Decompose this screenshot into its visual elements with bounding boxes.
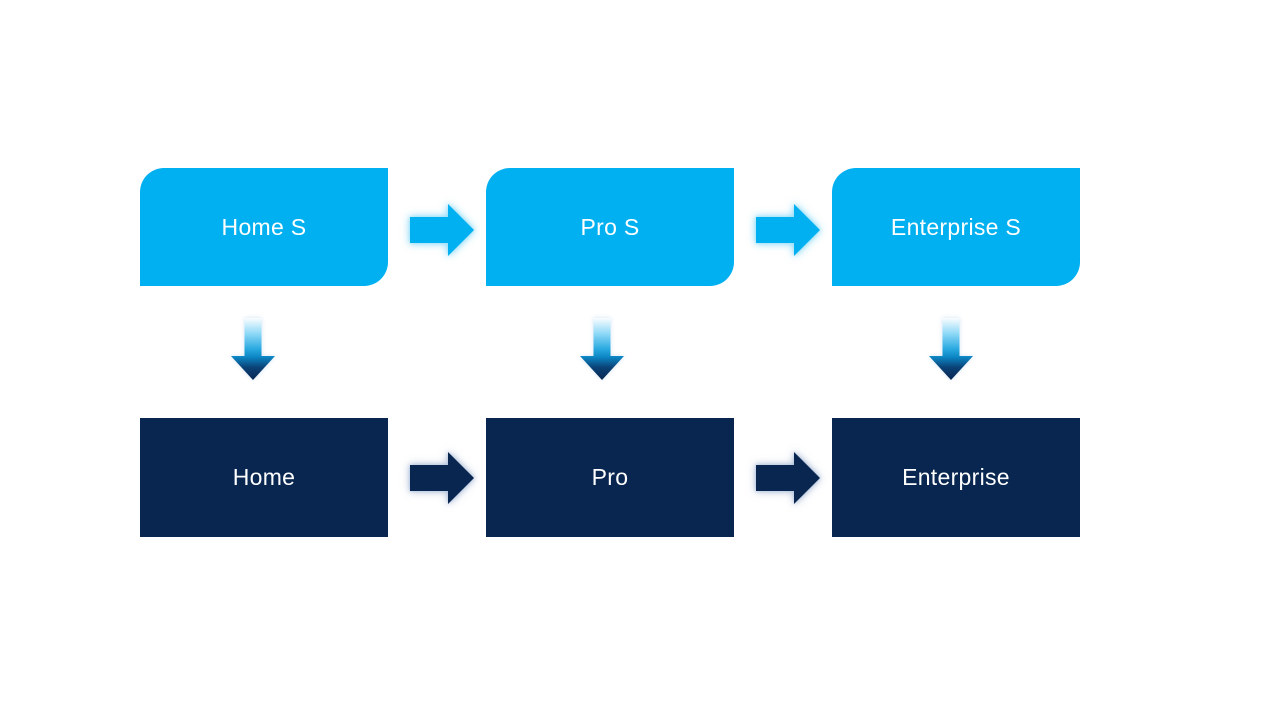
node-home-s: Home S (140, 168, 388, 286)
right-arrow-shape (756, 452, 820, 504)
right-arrow-icon (756, 452, 820, 504)
down-arrow-icon (580, 318, 624, 380)
node-pro-s: Pro S (486, 168, 734, 286)
node-label: Pro (591, 464, 629, 490)
node-enterprise: Enterprise (832, 418, 1080, 537)
down-arrow-shape (580, 318, 624, 380)
down-arrow-shape (231, 318, 275, 380)
down-arrow-icon (231, 318, 275, 380)
down-arrow-shape (929, 318, 973, 380)
node-home: Home (140, 418, 388, 537)
node-label: Pro S (580, 213, 640, 240)
right-arrow-shape (410, 452, 474, 504)
right-arrow-shape (410, 204, 474, 256)
right-arrow-icon (756, 204, 820, 256)
right-arrow-shape (756, 204, 820, 256)
right-arrow-icon (410, 204, 474, 256)
node-label: Home (232, 464, 296, 490)
node-enterprise-s: Enterprise S (832, 168, 1080, 286)
right-arrow-icon (410, 452, 474, 504)
node-label: Enterprise S (890, 213, 1022, 240)
node-label: Enterprise (902, 464, 1010, 490)
node-pro: Pro (486, 418, 734, 537)
node-label: Home S (221, 213, 307, 240)
down-arrow-icon (929, 318, 973, 380)
